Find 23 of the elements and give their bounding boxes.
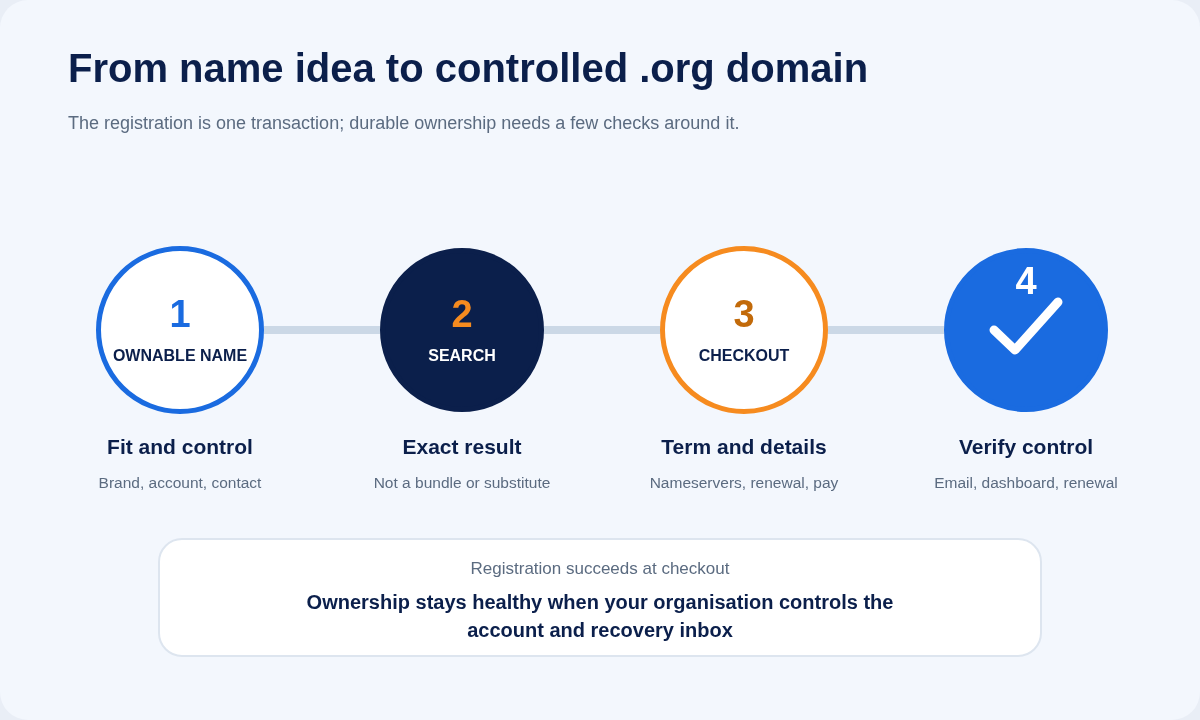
step-description: Email, dashboard, renewal <box>933 474 1119 492</box>
panel-note: Registration succeeds at checkout <box>469 559 731 579</box>
connector-line <box>828 326 944 334</box>
step-description: Nameservers, renewal, pay <box>648 474 840 492</box>
step-number: 4 <box>1015 262 1037 300</box>
panel-statement: Ownership stays healthy when your organisation controls the account and recovery inbox <box>305 590 895 643</box>
step-heading: Term and details <box>660 435 828 459</box>
connector-line <box>264 326 380 334</box>
step-description: Not a bundle or substitute <box>372 474 552 492</box>
step-label: SEARCH <box>428 347 496 365</box>
step-heading: Verify control <box>957 435 1095 459</box>
step-number: 2 <box>451 295 473 333</box>
step-label: OWNABLE NAME <box>112 347 248 365</box>
step-heading: Fit and control <box>106 435 254 459</box>
step-number: 3 <box>733 295 755 333</box>
step-number: 1 <box>169 295 191 333</box>
summary-panel <box>158 538 1042 657</box>
step-description: Brand, account, contact <box>97 474 263 492</box>
connector-line <box>544 326 660 334</box>
step-heading: Exact result <box>401 435 523 459</box>
step-label: CHECKOUT <box>698 347 790 365</box>
subtitle: The registration is one transaction; durable ownership needs a few checks around it. <box>68 113 740 134</box>
title: From name idea to controlled .org domain <box>68 46 869 91</box>
